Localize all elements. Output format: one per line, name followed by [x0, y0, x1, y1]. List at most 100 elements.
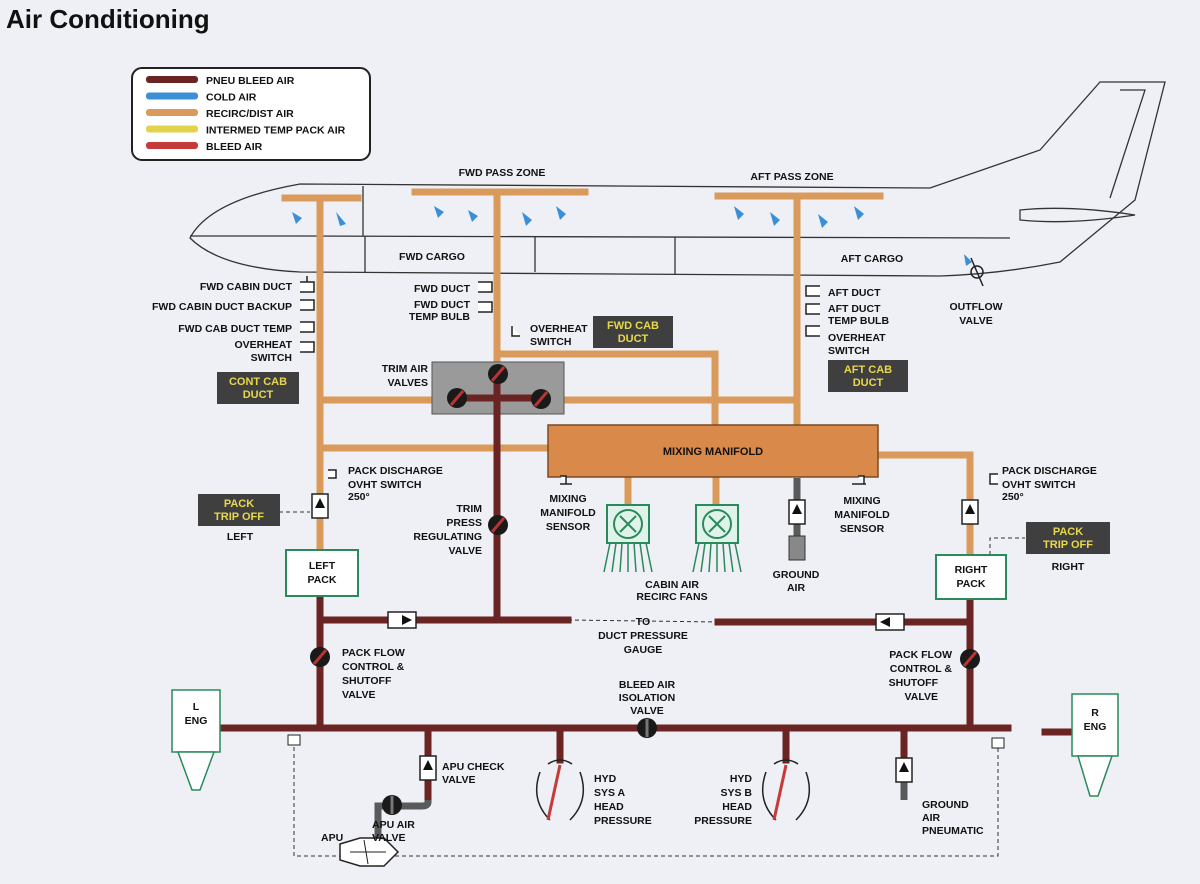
up-arrow-icon	[965, 504, 975, 514]
hyd-a-label-3: HEAD	[594, 801, 624, 813]
apu-signal-loop	[293, 740, 999, 857]
bleed-iso-label-2: ISOLATION	[619, 692, 675, 704]
sensor-icon	[805, 325, 820, 337]
up-arrow-icon	[899, 762, 909, 772]
left-pack-label-1: LEFT	[309, 560, 336, 572]
trim-press-regulating-valve	[488, 515, 508, 535]
l-eng-label-2: ENG	[185, 715, 208, 727]
aft-duct-label: AFT DUCT	[828, 287, 881, 299]
right-arrow-icon	[402, 615, 412, 625]
check-valve-arrows	[315, 498, 975, 772]
fwd-pass-zone-label: FWD PASS ZONE	[459, 167, 546, 179]
cold-air-vents	[292, 206, 864, 228]
ground-air-label-2: AIR	[787, 582, 806, 594]
aft-duct-temp-label-2: TEMP BULB	[828, 315, 889, 327]
pfcs-r-label-3: SHUTOFF	[889, 677, 939, 689]
left-engine	[171, 689, 221, 791]
pfcs-r-label-1: PACK FLOW	[889, 649, 952, 661]
mix-sensor-l-label-2: MANIFOLD	[540, 507, 596, 519]
cont-cab-duct-text-1: CONT CAB	[229, 376, 287, 388]
left-label: LEFT	[227, 531, 254, 543]
trim-press-label-2: PRESS	[446, 517, 482, 529]
right-engine	[1071, 693, 1119, 797]
bleed-iso-label-3: VALVE	[630, 705, 663, 717]
page-title: Air Conditioning	[6, 4, 210, 34]
vent-icon	[468, 210, 478, 222]
mix-sensor-l-label-1: MIXING	[549, 493, 586, 505]
aft-duct-temp-label-1: AFT DUCT	[828, 303, 881, 315]
trim-press-label-3: REGULATING	[413, 531, 482, 543]
pfcs-r-label-2: CONTROL &	[890, 663, 953, 675]
trim-air-label-1: TRIM AIR	[382, 363, 429, 375]
switch-label: SWITCH	[251, 352, 292, 364]
sensor-icon	[300, 321, 315, 333]
right-label: RIGHT	[1052, 561, 1085, 573]
gnd-pneu-label-3: PNEUMATIC	[922, 825, 984, 837]
outflow-valve	[964, 254, 984, 287]
sensor-icon	[989, 473, 998, 485]
recirc-fan-right	[692, 504, 742, 573]
vent-icon	[734, 206, 744, 220]
horizontal-stabilizer	[1019, 207, 1136, 223]
pack-dis-l-label-2: OVHT SWITCH	[348, 479, 422, 491]
cabin-floor-line	[299, 235, 1011, 239]
hyd-b-label-4: PRESSURE	[694, 815, 752, 827]
gnd-pneu-label-1: GROUND	[922, 799, 969, 811]
sensor-icon	[852, 475, 866, 485]
pack-trip-l-text-2: TRIP OFF	[214, 511, 264, 523]
pack-trip-left-annunciator	[198, 494, 280, 526]
outflow-label-2: VALVE	[959, 315, 992, 327]
legend-label: COLD AIR	[206, 92, 257, 104]
fuselage	[189, 81, 1166, 277]
vent-icon	[522, 212, 532, 226]
pack-trip-right-annunciator	[1026, 522, 1110, 554]
apu-unit	[339, 837, 400, 867]
apu-check-label-2: VALVE	[442, 774, 475, 786]
valves	[310, 364, 980, 815]
hyd-a-label-2: SYS A	[594, 787, 626, 799]
mix-sensor-r-label-3: SENSOR	[840, 523, 885, 535]
hyd-a-label-4: PRESSURE	[594, 815, 652, 827]
sensor-icon	[300, 276, 315, 293]
right-eng-tap	[991, 737, 1005, 749]
pack-dis-r-label-3: 250°	[1002, 491, 1024, 503]
sensors	[300, 276, 998, 485]
fwd-cab-duct-text-2: DUCT	[618, 333, 649, 345]
left-pack	[285, 549, 359, 597]
vent-icon	[556, 206, 566, 220]
overheat-switch-label-2: SWITCH	[530, 336, 571, 348]
sensor-icon	[560, 475, 572, 485]
duct-press-label-3: GAUGE	[624, 644, 663, 656]
overheat-label: OVERHEAT	[234, 339, 292, 351]
aft-pass-zone-label: AFT PASS ZONE	[750, 171, 833, 183]
pack-dis-r-label-2: OVHT SWITCH	[1002, 479, 1076, 491]
right-pack-flow-valve	[960, 649, 980, 669]
left-pack-flow-valve	[310, 647, 330, 667]
vent-icon	[292, 212, 302, 224]
recirc-fan-left	[603, 504, 653, 573]
sensor-icon	[805, 303, 820, 315]
pfcs-l-label-4: VALVE	[342, 689, 375, 701]
aft-cab-duct-text-1: AFT CAB	[844, 364, 892, 376]
trim-press-label-4: VALVE	[449, 545, 482, 557]
fwd-duct-temp-label-2: TEMP BULB	[409, 311, 470, 323]
trim-press-label-1: TRIM	[456, 503, 482, 515]
right-pack-label-1: RIGHT	[955, 564, 988, 576]
trim-air-valve-center	[488, 364, 508, 384]
aft-overheat-label-1: OVERHEAT	[828, 332, 886, 344]
outflow-arrow-icon	[964, 254, 972, 266]
aft-cargo-label: AFT CARGO	[841, 253, 903, 265]
fwd-duct-label: FWD DUCT	[414, 283, 471, 295]
outflow-label-1: OUTFLOW	[949, 301, 1002, 313]
bleed-lines	[216, 374, 1074, 804]
sensor-icon	[328, 469, 337, 479]
apu-air-valve	[382, 795, 402, 815]
hyd-sys-b-reservoir	[761, 759, 811, 821]
legend-frame	[131, 67, 371, 161]
up-arrow-icon	[315, 498, 325, 508]
legend-label: BLEED AIR	[206, 141, 263, 153]
trim-air-valve-right	[531, 389, 551, 409]
right-trip-signal	[989, 537, 1025, 555]
